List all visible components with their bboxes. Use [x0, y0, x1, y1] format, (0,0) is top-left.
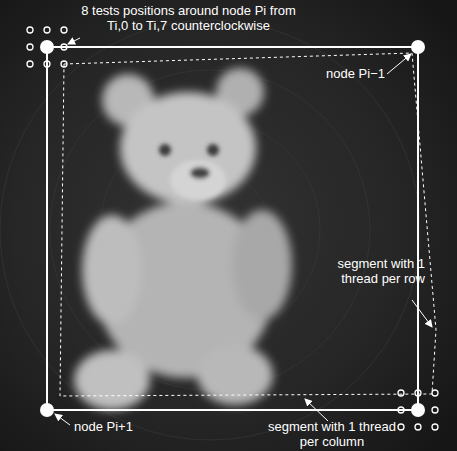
- annotation-label: segment with 1 thread per row: [330, 256, 425, 286]
- annotation-label: segment with 1 thread per column: [262, 419, 402, 449]
- annotation-label: 8 tests positions around node Pi from Ti…: [76, 3, 301, 33]
- node-label: node Pi+1: [74, 419, 164, 434]
- node-label: node Pi−1: [300, 66, 385, 81]
